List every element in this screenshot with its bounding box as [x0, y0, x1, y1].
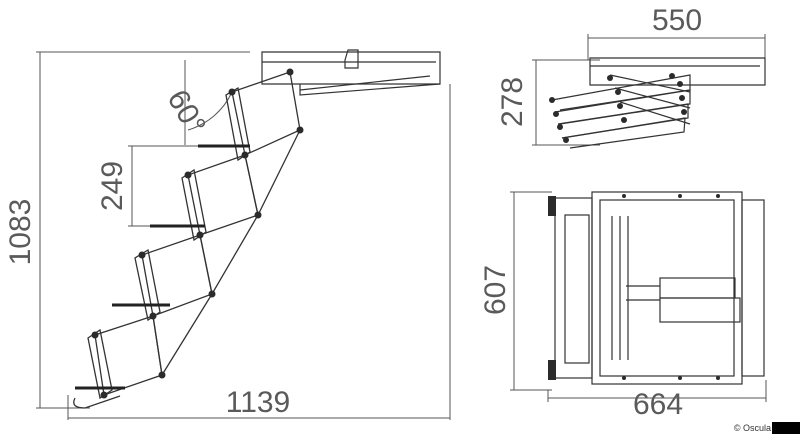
folded-ladder-view: [532, 34, 766, 149]
credit-bar: [772, 422, 800, 434]
watermark-credit: © Oscula: [734, 422, 800, 434]
treads: [75, 144, 250, 390]
total-width-label: 1139: [226, 386, 291, 419]
top-view: [510, 191, 767, 402]
extended-ladder-view: [36, 49, 451, 420]
angle-arc: [187, 91, 233, 131]
closed-width-label: 550: [652, 4, 702, 37]
angle-label: 60°: [161, 84, 212, 140]
credit-text: © Oscula: [733, 423, 771, 433]
closed-height-label: 278: [496, 77, 529, 127]
total-height-label: 1083: [4, 199, 37, 266]
top-width-label: 664: [633, 388, 683, 421]
ceiling-hatch-box: [261, 49, 441, 96]
step-rise-label: 249: [96, 161, 129, 211]
top-depth-label: 607: [479, 265, 512, 315]
pivot-points: [91, 68, 304, 399]
